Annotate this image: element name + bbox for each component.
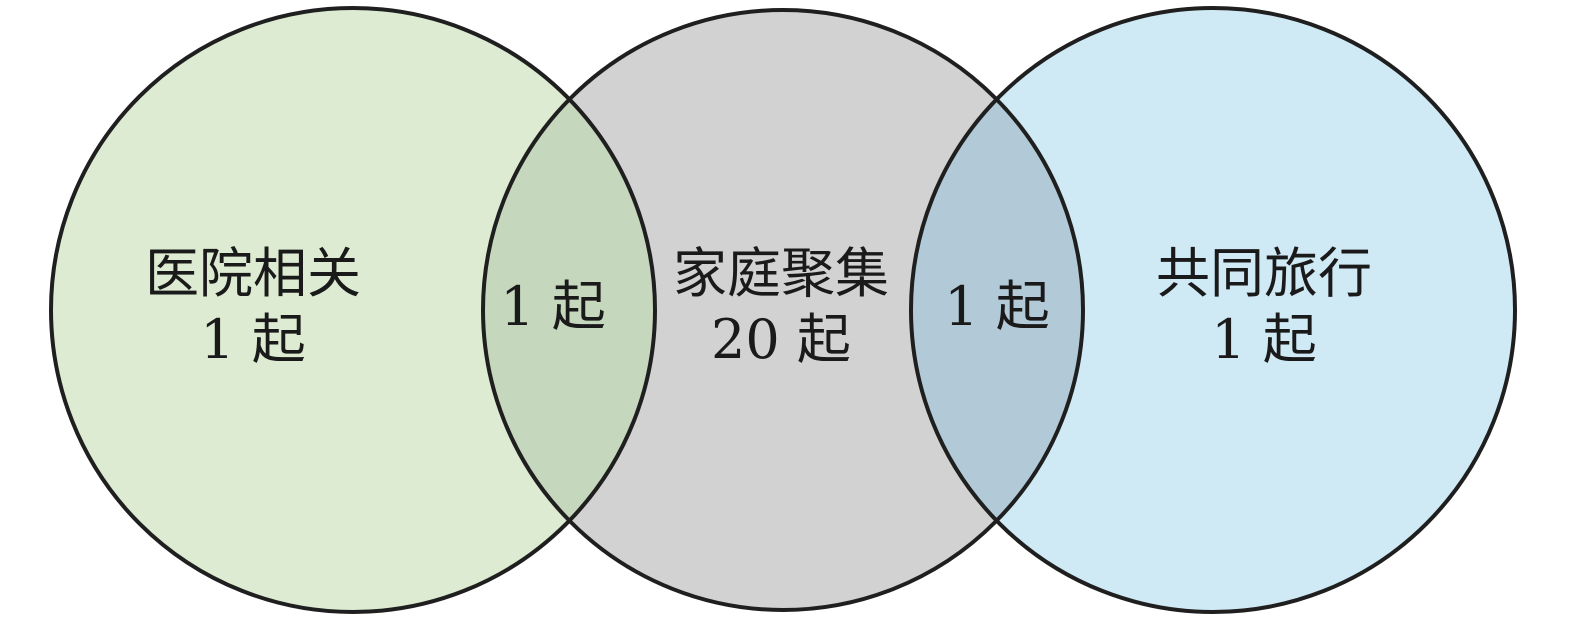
circle-travel-fill — [911, 8, 1515, 612]
circle-family-outline — [481, 8, 1085, 612]
circle-hospital-fill — [51, 8, 655, 612]
label-family-name: 家庭聚集 — [673, 242, 889, 305]
circle-hospital-outline — [49, 6, 657, 614]
label-overlap-family-travel: 1 起 — [944, 275, 1050, 338]
label-travel-count: 1 起 — [1211, 308, 1317, 371]
label-hospital-count: 1 起 — [200, 308, 306, 371]
circle-travel-outline — [909, 6, 1517, 614]
label-hospital-name: 医院相关 — [145, 242, 361, 305]
circle-family-fill — [483, 10, 1083, 610]
label-overlap-hospital-family: 1 起 — [500, 275, 606, 338]
label-family-count: 20 起 — [711, 308, 851, 371]
label-travel-name: 共同旅行 — [1156, 242, 1372, 305]
